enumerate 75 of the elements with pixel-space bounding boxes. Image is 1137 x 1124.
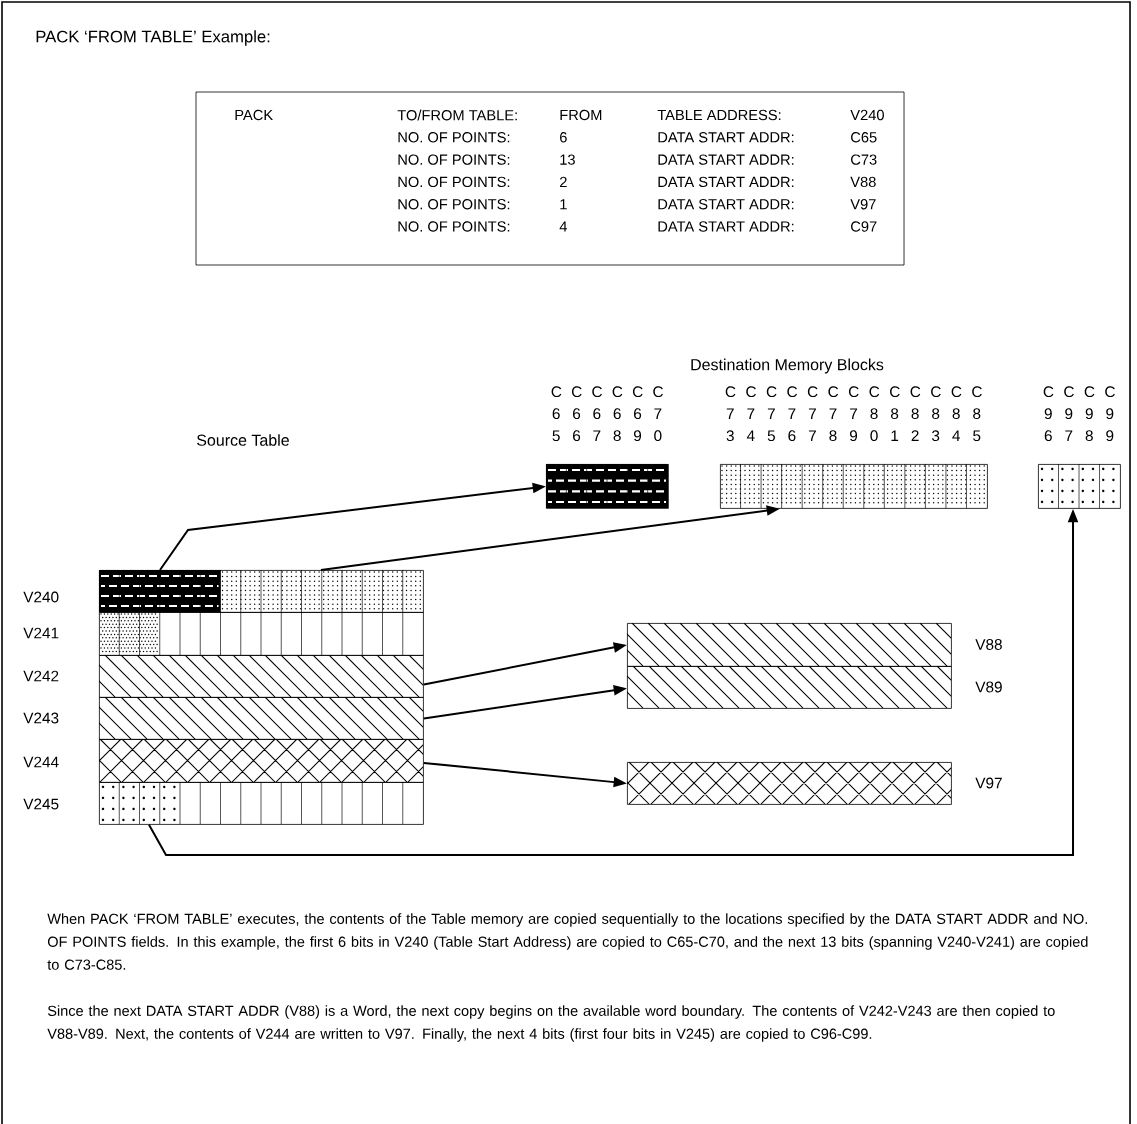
bit-address-label: C 7 3 xyxy=(725,386,736,442)
table-cell: NO. OF POINTS: xyxy=(398,176,510,188)
bit-address-label: C 6 5 xyxy=(551,386,562,442)
table-cell: 1 xyxy=(560,199,567,210)
table-cell: PACK xyxy=(235,109,273,121)
table-cell: TABLE ADDRESS: xyxy=(657,109,781,121)
bit-address-label: C 9 9 xyxy=(1105,386,1115,442)
memory-block xyxy=(99,655,424,698)
memory-block xyxy=(99,569,424,613)
bit-address-label: C 8 1 xyxy=(890,386,900,441)
memory-block xyxy=(546,463,669,509)
bit-address-label: C 9 6 xyxy=(1043,386,1054,442)
bit-address-label: C 9 7 xyxy=(1064,386,1074,441)
table-cell: DATA START ADDR: xyxy=(658,221,794,232)
instruction-box xyxy=(195,91,905,266)
table-cell: FROM xyxy=(560,109,602,121)
memory-block xyxy=(627,666,952,709)
memory-block xyxy=(627,762,952,805)
bit-address-label: C 7 6 xyxy=(787,386,798,442)
table-cell: V88 xyxy=(850,176,876,188)
table-cell: C97 xyxy=(851,221,877,232)
bit-address-label: C 6 6 xyxy=(571,386,582,442)
bit-address-label: C 7 4 xyxy=(746,386,756,441)
table-cell: NO. OF POINTS: xyxy=(398,199,510,210)
bit-address-label: C 8 0 xyxy=(869,386,880,442)
table-cell: NO. OF POINTS: xyxy=(398,221,510,232)
table-cell: 2 xyxy=(560,176,567,187)
table-cell: C65 xyxy=(851,132,877,143)
bit-address-label: C 8 4 xyxy=(951,386,962,441)
bit-address-label: C 7 9 xyxy=(848,386,859,442)
title: PACK ‘FROM TABLE’ Example: xyxy=(36,30,270,46)
register-label: V243 xyxy=(23,712,59,724)
register-label: V244 xyxy=(23,756,59,768)
bit-address-label: C 8 3 xyxy=(931,386,941,442)
table-cell: NO. OF POINTS: xyxy=(398,154,510,165)
memory-block xyxy=(627,623,952,667)
bit-address-label: C 7 0 xyxy=(653,386,663,442)
register-label: V245 xyxy=(23,798,59,810)
paragraph: Since the next DATA START ADDR (V88) is a Word, the next copy begins on the available word boundary. The contents of V242-V243 are then copied to V88-V89. Next, the contents of V244 are written to V97. Finally, the next 4 bits (first four bits in V245) are copied to C96-C99. xyxy=(47,1005,1055,1042)
register-label: V88 xyxy=(975,639,1002,650)
table-cell: V97 xyxy=(850,199,876,210)
register-label: V89 xyxy=(975,681,1002,693)
register-label: V241 xyxy=(23,627,59,639)
memory-block xyxy=(99,781,424,825)
bit-address-label: C 7 7 xyxy=(807,386,818,441)
bit-address-label: C 8 5 xyxy=(972,386,982,442)
memory-block xyxy=(1038,463,1121,509)
register-label: V97 xyxy=(975,777,1002,789)
table-cell: DATA START ADDR: xyxy=(658,176,794,188)
heading: Source Table xyxy=(197,434,289,446)
bit-address-label: C 9 8 xyxy=(1084,386,1095,442)
table-cell: NO. OF POINTS: xyxy=(398,132,510,143)
table-cell: DATA START ADDR: xyxy=(658,154,794,165)
heading: Destination Memory Blocks xyxy=(691,358,884,374)
table-cell: TO/FROM TABLE: xyxy=(397,109,517,121)
bit-address-label: C 6 9 xyxy=(632,386,643,442)
table-cell: V240 xyxy=(850,109,884,121)
register-label: V240 xyxy=(23,591,59,603)
bit-address-label: C 6 7 xyxy=(592,386,602,441)
table-cell: 6 xyxy=(560,132,567,143)
memory-block xyxy=(99,697,424,740)
paragraph: When PACK ‘FROM TABLE’ executes, the contents of the Table memory are copied sequentially to the locations specified by the DATA START ADDR and NO. OF POINTS fields. In this example, the first 6 bits in V240 (Table Start Address) are copied to C65-C70, and the next 13 bits (spanning V240-V241) are copied to C73-C85. xyxy=(47,913,1088,970)
bit-address-label: C 7 8 xyxy=(828,386,839,442)
table-cell: DATA START ADDR: xyxy=(658,132,794,143)
memory-block xyxy=(99,739,424,783)
bit-address-label: C 7 5 xyxy=(766,386,777,442)
memory-block xyxy=(99,611,424,656)
table-cell: 4 xyxy=(559,221,567,232)
bit-address-label: C 8 2 xyxy=(910,386,921,441)
memory-block xyxy=(720,463,988,509)
register-label: V242 xyxy=(23,670,59,682)
table-cell: DATA START ADDR: xyxy=(658,199,794,210)
table-cell: C73 xyxy=(851,154,877,165)
bit-address-label: C 6 8 xyxy=(612,386,623,442)
table-cell: 13 xyxy=(560,154,575,165)
